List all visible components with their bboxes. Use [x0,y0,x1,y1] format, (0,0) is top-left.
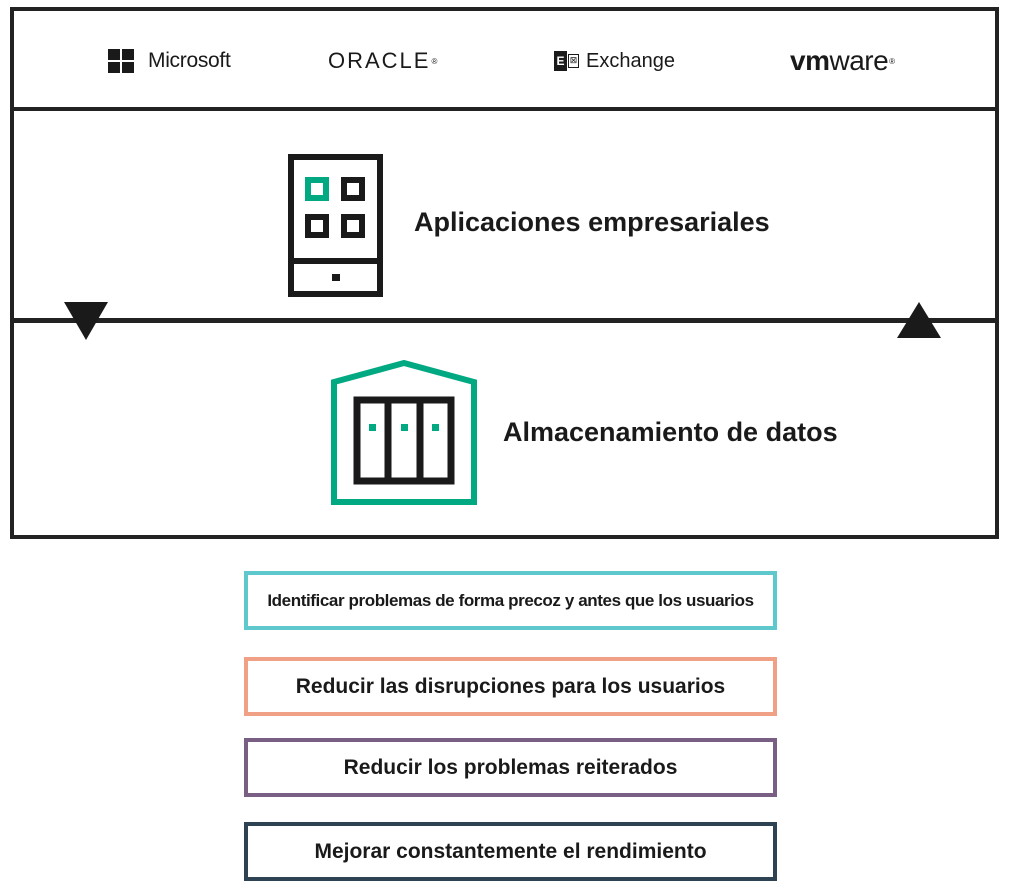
microsoft-logo-text: Microsoft [148,49,231,72]
exchange-logo: E ⊠ Exchange [554,47,675,75]
oracle-logo-text: ORACLE [328,48,431,73]
goal-box-improve-performance: Mejorar constantemente el rendimiento [244,822,777,881]
storage-tier-label: Almacenamiento de datos [503,417,838,447]
infrastructure-frame [10,7,999,539]
tablet-apps-icon [288,154,383,297]
divider-middle [10,318,999,323]
microsoft-windows-icon [100,49,144,73]
vmware-logo-light: ware [829,45,889,76]
exchange-logo-text: Exchange [586,49,675,72]
data-storage-icon [331,360,477,505]
goal-box-early-detection: Identificar problemas de forma precoz y … [244,571,777,630]
triangle-up-icon [897,302,941,338]
exchange-icon: E ⊠ [554,51,580,71]
divider-top [10,107,999,111]
microsoft-logo: Microsoft [100,47,231,75]
vmware-logo-bold: vm [790,45,830,76]
goal-box-reduce-recurring: Reducir los problemas reiterados [244,738,777,797]
oracle-logo: ORACLE® [328,48,440,73]
triangle-down-icon [64,302,108,340]
applications-tier-label: Aplicaciones empresariales [414,207,770,237]
goal-box-reduce-disruptions: Reducir las disrupciones para los usuari… [244,657,777,716]
